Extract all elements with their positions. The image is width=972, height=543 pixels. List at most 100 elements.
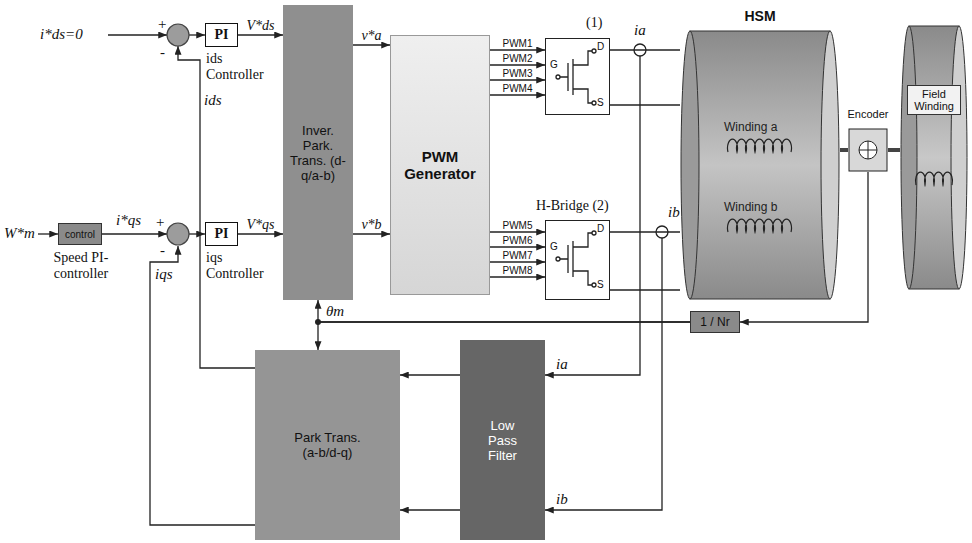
- edge-label: v*a: [361, 28, 381, 44]
- signal-label: +: [158, 16, 166, 33]
- signal-wire: [150, 246, 255, 525]
- shape-part: [859, 141, 877, 159]
- edge-label: PWM7: [503, 250, 533, 261]
- signal-label: ia: [556, 356, 568, 373]
- signal-arrow: [238, 233, 283, 234]
- node-text: Winding b: [724, 200, 777, 214]
- shape-part: [728, 139, 792, 152]
- summing-junction: [167, 24, 189, 245]
- park-transform-block: Park Trans. (a-b/d-q): [255, 350, 400, 540]
- signal-arrow: [353, 233, 390, 234]
- shape-part: [556, 257, 560, 261]
- signal-arrow: [490, 261, 545, 262]
- h-bridge-box: H-Bridge (2)DGS: [545, 220, 610, 300]
- node-text: Encoder: [844, 108, 892, 120]
- signal-arrow: [490, 64, 545, 65]
- shape-outline: [848, 128, 888, 172]
- signal-arrow: [490, 94, 545, 95]
- field-winding-rotor: Field Winding: [900, 25, 968, 290]
- node-text: PI: [215, 27, 229, 43]
- shape-part: [560, 51, 592, 103]
- signal-arrow: [400, 509, 460, 510]
- power-wire: [610, 289, 680, 290]
- signal-arrow: [490, 276, 545, 277]
- signal-arrow: [353, 44, 390, 45]
- signal-wire: [189, 233, 205, 234]
- signal-arrow: [490, 231, 545, 232]
- shape-part: [951, 26, 967, 289]
- signal-label: ib: [668, 204, 680, 221]
- signal-label: ids: [204, 92, 222, 109]
- shape-part: [592, 101, 596, 105]
- node-text: ids Controller: [206, 51, 276, 83]
- summing-junction: [167, 223, 189, 245]
- node-text: 1 / Nr: [700, 315, 729, 329]
- signal-label: W*m: [4, 225, 35, 242]
- signal-arrow: [318, 300, 690, 322]
- signal-wire: [102, 233, 167, 234]
- signal-arrow: [490, 49, 545, 50]
- signal-wire: [38, 233, 58, 234]
- shape-part: [849, 129, 887, 171]
- node-text: S: [597, 279, 604, 290]
- shape-part: [592, 283, 596, 287]
- node-text: control: [65, 229, 95, 240]
- edge-label: PWM2: [503, 53, 533, 64]
- signal-arrow: [490, 79, 545, 80]
- shape-part: [859, 141, 877, 159]
- node-text: G: [550, 241, 558, 252]
- signal-arrow: [400, 374, 460, 375]
- shape-outline: [680, 30, 840, 300]
- node-text: Inver. Park. Trans. (d-q/a-b): [288, 123, 348, 183]
- edge-label: PWM6: [503, 235, 533, 246]
- node-text: (1): [586, 15, 602, 31]
- h-bridge-box: (1)DGS: [545, 38, 610, 115]
- edge-label: PWM1: [503, 38, 533, 49]
- node-text: Park Trans. (a-b/d-q): [294, 430, 362, 460]
- power-wire: [610, 231, 680, 232]
- signal-label: θm: [326, 303, 344, 320]
- shape-part: [690, 31, 830, 299]
- node-text: D: [597, 41, 604, 52]
- node-text: H-Bridge (2): [536, 198, 609, 214]
- shape-outline: [900, 25, 968, 290]
- gear-ratio-box: 1 / Nr: [690, 311, 740, 333]
- signal-label: ia: [634, 22, 646, 39]
- node-text: PWM Generator: [395, 148, 485, 182]
- signal-wire: [178, 46, 255, 368]
- signal-label: ib: [556, 491, 568, 508]
- signal-label: i*ds=0: [40, 26, 83, 43]
- shape-part: [728, 219, 792, 232]
- inverse-park-block: Inver. Park. Trans. (d-q/a-b): [283, 5, 353, 300]
- edge-label: v*b: [361, 217, 381, 233]
- encoder: Encoder: [848, 128, 888, 172]
- summing-junction: [167, 24, 189, 46]
- signal-wire: [189, 34, 205, 35]
- shape-part: [821, 31, 839, 299]
- shape-part: [560, 233, 592, 285]
- node-text: D: [597, 223, 604, 234]
- signal-label: iqs: [155, 266, 173, 283]
- hsm-motor: HSMWinding aWinding b: [680, 30, 840, 300]
- node-text: HSM: [680, 8, 840, 24]
- shape-part: [556, 231, 596, 287]
- edge-label: V*ds: [247, 18, 275, 34]
- shape-part: [556, 49, 596, 105]
- node-text: Winding a: [724, 120, 777, 134]
- power-wire: [610, 104, 680, 105]
- node-text: PI: [215, 226, 229, 242]
- pi-controller-box: PIids Controller: [205, 23, 238, 47]
- shaft: [888, 148, 900, 152]
- signal-label: +: [156, 214, 164, 231]
- shaft: [840, 148, 848, 152]
- signal-label: -: [160, 242, 165, 259]
- edge-label: PWM8: [503, 265, 533, 276]
- node-text: S: [597, 97, 604, 108]
- node-text: Field Winding: [907, 85, 961, 115]
- shape-part: [592, 49, 596, 53]
- speed-controller-box: controlSpeed PI- controller: [58, 223, 102, 245]
- signal-arrow: [238, 34, 283, 35]
- shape-part: [592, 231, 596, 235]
- shape-part: [916, 172, 953, 185]
